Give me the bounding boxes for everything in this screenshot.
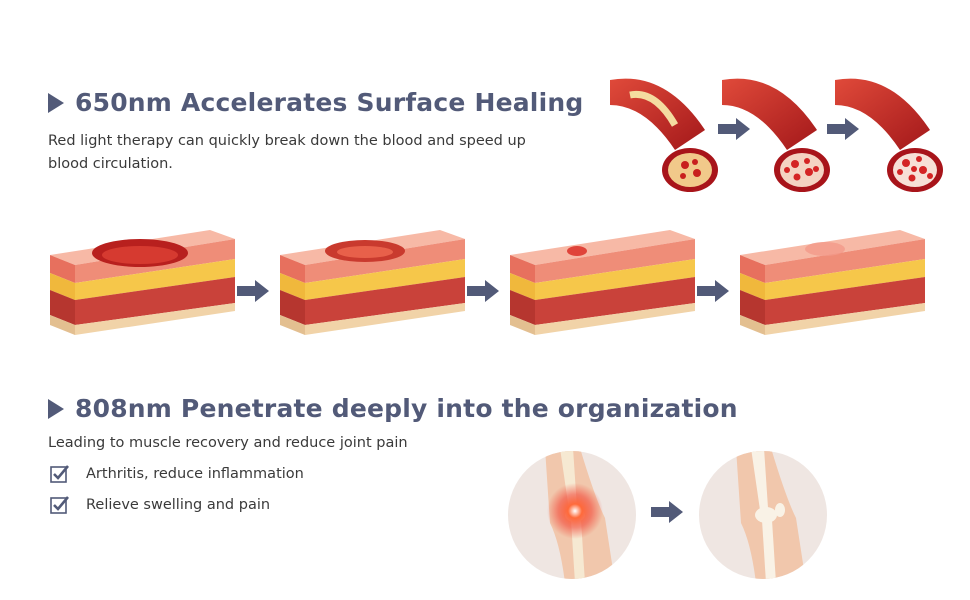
section2-description: Leading to muscle recovery and reduce jo… <box>48 435 408 451</box>
checkbox-checked-icon <box>50 496 69 514</box>
checkbox-checked-icon <box>50 465 69 483</box>
inflamed-knee-illustration <box>508 451 636 579</box>
checklist-item-label: Arthritis, reduce inflammation <box>86 466 304 482</box>
section1-title: 650nm Accelerates Surface Healing <box>75 88 584 117</box>
knee-comparison <box>508 451 827 579</box>
vessel-arrow-1-icon <box>718 118 750 140</box>
checklist-item-label: Relieve swelling and pain <box>86 497 271 513</box>
play-triangle-icon <box>48 92 64 113</box>
skin-healing-sequence <box>50 230 925 335</box>
skin-arrow-3-icon <box>697 280 729 302</box>
knee-arrow-icon <box>651 501 683 523</box>
skin-arrow-1-icon <box>237 280 269 302</box>
checklist-item: Relieve swelling and pain <box>50 495 270 515</box>
wound-stage-1-illustration <box>50 230 235 335</box>
healthy-knee-illustration <box>699 451 827 579</box>
play-triangle-icon <box>48 398 64 419</box>
wound-stage-4-illustration <box>740 230 925 335</box>
clogged-vessel-illustration <box>610 78 718 192</box>
section1-description: Red light therapy can quickly break down… <box>48 130 568 176</box>
improving-vessel-illustration <box>722 78 830 192</box>
wound-stage-2-illustration <box>280 230 465 335</box>
section1-description-line1: Red light therapy can quickly break down… <box>48 133 526 149</box>
section2-title: 808nm Penetrate deeply into the organiza… <box>75 394 738 423</box>
checklist-item: Arthritis, reduce inflammation <box>50 464 304 484</box>
wound-stage-3-illustration <box>510 230 695 335</box>
section1-heading: 650nm Accelerates Surface Healing <box>48 88 583 117</box>
section1-description-line2: blood circulation. <box>48 156 173 172</box>
blood-vessel-sequence <box>610 78 943 192</box>
vessel-arrow-2-icon <box>827 118 859 140</box>
skin-arrow-2-icon <box>467 280 499 302</box>
section2-heading: 808nm Penetrate deeply into the organiza… <box>48 394 738 423</box>
healthy-vessel-illustration <box>835 78 943 192</box>
